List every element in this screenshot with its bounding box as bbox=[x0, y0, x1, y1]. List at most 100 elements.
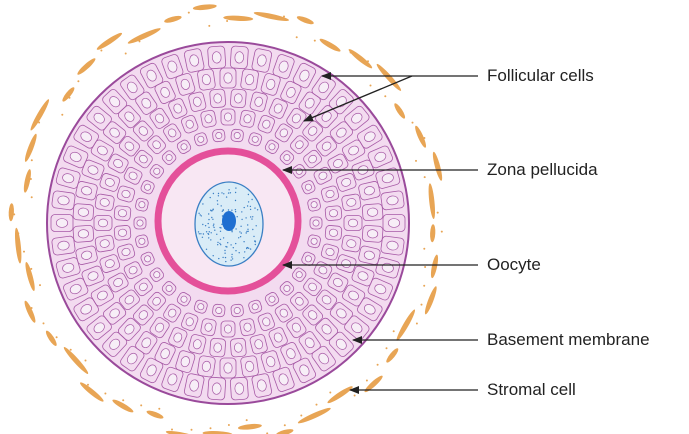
stromal-cell bbox=[76, 57, 97, 77]
chromatin-dot bbox=[246, 232, 247, 233]
chromatin-dot bbox=[240, 226, 241, 227]
stromal-fragment bbox=[104, 393, 106, 395]
stromal-fragment bbox=[384, 95, 386, 97]
stromal-cell bbox=[44, 329, 58, 347]
chromatin-dot bbox=[248, 201, 249, 202]
chromatin-dot bbox=[228, 189, 229, 190]
chromatin-dot bbox=[217, 200, 218, 201]
chromatin-dot bbox=[239, 252, 240, 253]
chromatin-dot bbox=[219, 243, 220, 244]
stromal-fragment bbox=[30, 268, 32, 270]
chromatin-dot bbox=[217, 242, 218, 243]
stromal-cell bbox=[385, 347, 400, 364]
chromatin-dot bbox=[218, 193, 219, 194]
stromal-cell bbox=[431, 151, 444, 181]
stromal-fragment bbox=[314, 40, 316, 42]
stromal-fragment bbox=[424, 266, 426, 268]
stromal-cell bbox=[202, 430, 232, 434]
stromal-fragment bbox=[370, 85, 372, 87]
chromatin-dot bbox=[220, 231, 221, 232]
stromal-cell bbox=[165, 429, 201, 434]
chromatin-dot bbox=[231, 254, 232, 255]
stromal-cell bbox=[78, 381, 105, 404]
chromatin-dot bbox=[211, 217, 212, 218]
stromal-fragment bbox=[31, 159, 33, 161]
stromal-fragment bbox=[158, 408, 160, 410]
chromatin-dot bbox=[226, 196, 227, 197]
chromatin-dot bbox=[198, 213, 199, 214]
stromal-cell bbox=[24, 261, 37, 291]
chromatin-dot bbox=[246, 231, 247, 232]
chromatin-dot bbox=[235, 250, 236, 251]
chromatin-dot bbox=[202, 203, 203, 204]
stromal-fragment bbox=[226, 20, 228, 22]
stromal-cell bbox=[127, 26, 162, 45]
stromal-fragment bbox=[437, 212, 439, 214]
chromatin-dot bbox=[235, 211, 236, 212]
stromal-fragment bbox=[31, 196, 33, 198]
chromatin-dot bbox=[251, 218, 252, 219]
stromal-fragment bbox=[38, 122, 40, 124]
chromatin-dot bbox=[241, 232, 242, 233]
stromal-fragment bbox=[423, 137, 425, 139]
stromal-cell bbox=[164, 14, 183, 24]
chromatin-dot bbox=[212, 209, 213, 210]
stromal-fragment bbox=[154, 30, 156, 32]
stromal-fragment bbox=[87, 384, 89, 386]
stromal-cell bbox=[413, 125, 428, 149]
chromatin-dot bbox=[256, 225, 257, 226]
chromatin-dot bbox=[248, 231, 249, 232]
chromatin-dot bbox=[208, 223, 209, 224]
chromatin-dot bbox=[223, 193, 224, 194]
label-follicular-cells: Follicular cells bbox=[487, 67, 594, 84]
chromatin-dot bbox=[216, 234, 217, 235]
stromal-fragment bbox=[245, 17, 247, 19]
stromal-fragment bbox=[296, 36, 298, 38]
chromatin-dot bbox=[208, 227, 209, 228]
stromal-fragment bbox=[34, 140, 36, 142]
stromal-fragment bbox=[329, 392, 331, 394]
nucleolus bbox=[222, 211, 236, 231]
chromatin-dot bbox=[251, 199, 252, 200]
chromatin-dot bbox=[255, 244, 256, 245]
stromal-cell bbox=[393, 102, 407, 120]
stromal-cell bbox=[29, 98, 51, 132]
stromal-cell bbox=[22, 169, 32, 194]
chromatin-dot bbox=[222, 211, 223, 212]
stromal-fragment bbox=[43, 322, 45, 324]
stromal-fragment bbox=[424, 176, 426, 178]
stromal-cell bbox=[146, 409, 165, 420]
chromatin-dot bbox=[211, 232, 212, 233]
chromatin-dot bbox=[247, 205, 248, 206]
chromatin-dot bbox=[200, 233, 201, 234]
stromal-cell bbox=[423, 285, 439, 315]
chromatin-dot bbox=[218, 195, 219, 196]
stromal-cell bbox=[427, 183, 436, 219]
chromatin-dot bbox=[244, 251, 245, 252]
chromatin-dot bbox=[225, 261, 226, 262]
chromatin-dot bbox=[206, 231, 207, 232]
chromatin-dot bbox=[202, 237, 203, 238]
chromatin-dot bbox=[240, 236, 241, 237]
stromal-fragment bbox=[61, 114, 63, 116]
chromatin-dot bbox=[225, 246, 226, 247]
stromal-cell bbox=[296, 15, 315, 26]
label-zona-pellucida: Zona pellucida bbox=[487, 161, 598, 178]
chromatin-dot bbox=[244, 207, 245, 208]
stromal-fragment bbox=[367, 60, 369, 62]
chromatin-dot bbox=[201, 215, 202, 216]
stromal-fragment bbox=[423, 248, 425, 250]
chromatin-dot bbox=[224, 253, 225, 254]
chromatin-dot bbox=[230, 260, 231, 261]
chromatin-dot bbox=[231, 210, 232, 211]
stromal-fragment bbox=[88, 65, 90, 67]
chromatin-dot bbox=[206, 249, 207, 250]
stromal-fragment bbox=[70, 349, 72, 351]
label-stromal-cell: Stromal cell bbox=[487, 381, 576, 398]
chromatin-dot bbox=[203, 233, 204, 234]
chromatin-dot bbox=[221, 205, 222, 206]
chromatin-dot bbox=[247, 224, 248, 225]
chromatin-dot bbox=[237, 216, 238, 217]
stromal-fragment bbox=[13, 213, 15, 215]
stromal-fragment bbox=[316, 404, 318, 406]
